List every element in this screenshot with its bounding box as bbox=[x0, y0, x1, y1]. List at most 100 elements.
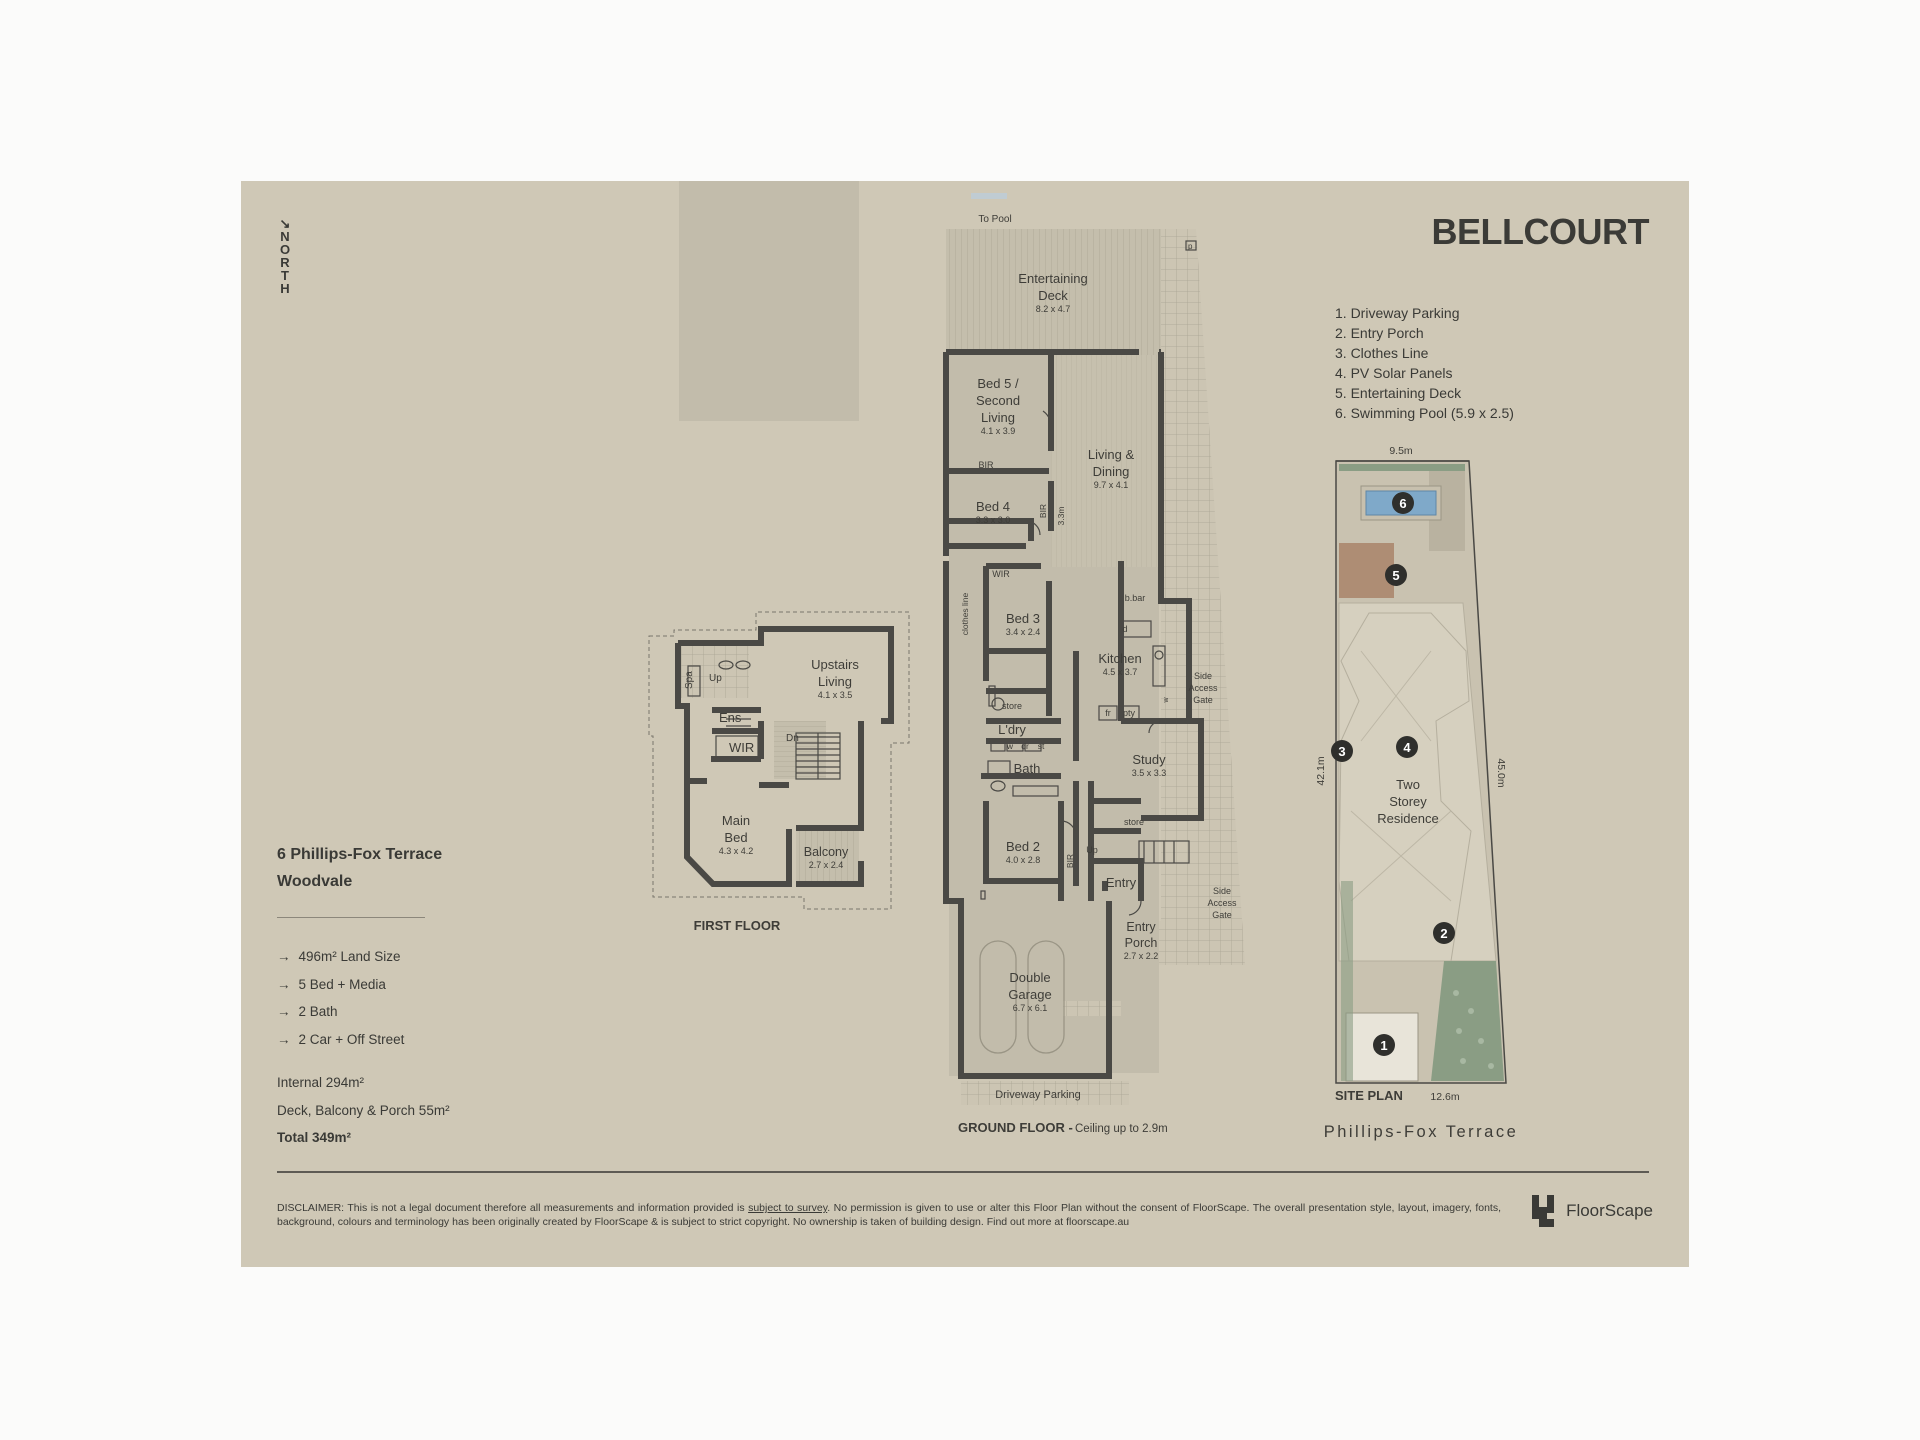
address-suburb: Woodvale bbox=[277, 873, 353, 890]
north-arrow-icon: ↘ bbox=[279, 216, 291, 231]
first-floor-plan: Spa Up Ens WIR Dn Upstairs Living 4.1 x … bbox=[648, 181, 910, 933]
room-ens: Ens bbox=[719, 710, 742, 725]
room-wir: WIR bbox=[729, 740, 754, 755]
room-garage-dims: 6.7 x 6.1 bbox=[1013, 1003, 1048, 1013]
legend-item: 2. Entry Porch bbox=[1335, 325, 1424, 341]
site-house-line3: Residence bbox=[1377, 811, 1438, 826]
pty-label: pty bbox=[1123, 708, 1136, 718]
room-bed2-name: Bed 2 bbox=[1006, 839, 1040, 854]
bir-label: BIR bbox=[1065, 854, 1075, 868]
room-balcony-name: Balcony bbox=[804, 845, 849, 859]
room-garage-name2: Garage bbox=[1008, 987, 1051, 1002]
site-dim-left: 42.1m bbox=[1315, 756, 1327, 785]
feature-item: 2 Car + Off Street bbox=[277, 1026, 405, 1054]
room-main-bed-name2: Bed bbox=[724, 830, 747, 845]
disclaimer-prefix: DISCLAIMER: This is not a legal document… bbox=[277, 1202, 745, 1214]
site-marker-label: 1 bbox=[1380, 1038, 1387, 1053]
room-deck-name1: Entertaining bbox=[1018, 271, 1087, 286]
dn-label: Dn bbox=[786, 733, 799, 744]
room-porch-dims: 2.7 x 2.2 bbox=[1124, 951, 1159, 961]
legend-item: 5. Entertaining Deck bbox=[1335, 385, 1462, 401]
room-bed5-dims: 4.1 x 3.9 bbox=[981, 426, 1016, 436]
site-marker-label: 4 bbox=[1403, 740, 1411, 755]
side-gate-line2: Access bbox=[1207, 898, 1237, 908]
site-marker: 3 bbox=[1331, 740, 1353, 762]
room-garage-name1: Double bbox=[1009, 970, 1050, 985]
room-bed3-dims: 3.4 x 2.4 bbox=[1006, 627, 1041, 637]
room-balcony-dims: 2.7 x 2.4 bbox=[809, 860, 844, 870]
footer-divider bbox=[277, 1171, 1649, 1173]
legend-item: 1. Driveway Parking bbox=[1335, 305, 1460, 321]
brand-logo: BELLCOURT bbox=[1431, 211, 1650, 252]
room-kitchen-name: Kitchen bbox=[1098, 651, 1141, 666]
site-dim-right: 45.0m bbox=[1495, 758, 1507, 787]
floorscape-mark-icon bbox=[1532, 1195, 1555, 1227]
d-label: d bbox=[1122, 624, 1127, 634]
fr-label: fr bbox=[1105, 708, 1111, 718]
store-label: store bbox=[1002, 701, 1022, 711]
bbar-label: b.bar bbox=[1125, 593, 1146, 603]
st-label: st bbox=[1038, 741, 1045, 751]
room-bed3-name: Bed 3 bbox=[1006, 611, 1040, 626]
site-plan-title: SITE PLAN bbox=[1335, 1088, 1403, 1103]
room-kitchen-dims: 4.5 x 3.7 bbox=[1103, 667, 1138, 677]
disclaimer-link[interactable]: subject to survey bbox=[748, 1202, 828, 1214]
side-gate-line3: Gate bbox=[1212, 910, 1232, 920]
feature-item: 496m² Land Size bbox=[277, 943, 404, 971]
clothes-line-label: clothes line bbox=[960, 592, 970, 635]
wir-label: WIR bbox=[992, 569, 1010, 579]
room-deck-name2: Deck bbox=[1038, 288, 1068, 303]
bir-label: BIR bbox=[1038, 504, 1048, 518]
site-house-line2: Storey bbox=[1389, 794, 1427, 809]
first-floor-title: FIRST FLOOR bbox=[694, 918, 781, 933]
room-upstairs-living-name2: Living bbox=[818, 674, 852, 689]
dimension-label: 3.3m bbox=[1056, 507, 1066, 526]
ground-floor-plan: To Pool p Entertaining Deck 8.2 x 4.7 Be… bbox=[943, 193, 1245, 1135]
room-bed5-name3: Living bbox=[981, 410, 1015, 425]
p-label: p bbox=[1188, 242, 1193, 251]
site-house-line1: Two bbox=[1396, 777, 1420, 792]
site-marker: 6 bbox=[1392, 492, 1414, 514]
site-legend: 1. Driveway Parking 2. Entry Porch 3. Cl… bbox=[1335, 303, 1514, 423]
disclaimer: DISCLAIMER: This is not a legal document… bbox=[277, 1201, 1501, 1229]
room-living-dims: 9.7 x 4.1 bbox=[1094, 480, 1129, 490]
address-street: 6 Phillips-Fox Terrace bbox=[277, 846, 443, 863]
room-main-bed-dims: 4.3 x 4.2 bbox=[719, 846, 754, 856]
feature-item: 5 Bed + Media bbox=[277, 971, 404, 999]
area-internal: Internal 294m² bbox=[277, 1075, 365, 1090]
floorscape-logo: FloorScape bbox=[1530, 1193, 1653, 1229]
side-gate-line3: Gate bbox=[1193, 695, 1213, 705]
w-label: w bbox=[1163, 697, 1170, 704]
feature-list: 496m² Land Size 5 Bed + Media 2 Bath 2 C… bbox=[277, 943, 405, 1054]
legend-item: 4. PV Solar Panels bbox=[1335, 365, 1453, 381]
side-gate-line1: Side bbox=[1194, 671, 1212, 681]
room-study-dims: 3.5 x 3.3 bbox=[1132, 768, 1167, 778]
room-bed2-dims: 4.0 x 2.8 bbox=[1006, 855, 1041, 865]
site-marker: 4 bbox=[1396, 736, 1418, 758]
divider bbox=[277, 917, 425, 918]
site-marker: 2 bbox=[1433, 922, 1455, 944]
driveway-label: Driveway Parking bbox=[995, 1089, 1081, 1101]
site-marker-label: 5 bbox=[1392, 568, 1399, 583]
site-marker-label: 2 bbox=[1440, 926, 1447, 941]
north-indicator: ↘ NORTH bbox=[277, 217, 293, 295]
room-upstairs-living-dims: 4.1 x 3.5 bbox=[818, 690, 853, 700]
ceiling-height-label: Ceiling up to 2.9m bbox=[1075, 1123, 1168, 1135]
legend-item: 3. Clothes Line bbox=[1335, 345, 1429, 361]
floor-plans: Spa Up Ens WIR Dn Upstairs Living 4.1 x … bbox=[648, 181, 1519, 1141]
room-bed5-name1: Bed 5 / bbox=[977, 376, 1019, 391]
up-label: Up bbox=[709, 673, 722, 684]
area-outdoor: Deck, Balcony & Porch 55m² bbox=[277, 1102, 450, 1118]
room-bath: Bath bbox=[1014, 761, 1041, 776]
room-living-name2: Dining bbox=[1093, 464, 1130, 479]
store-label: store bbox=[1124, 817, 1144, 827]
room-porch-name1: Entry bbox=[1126, 920, 1156, 934]
area-summary: Internal 294m² Deck, Balcony & Porch 55m… bbox=[277, 1069, 450, 1152]
up-label: Up bbox=[1086, 845, 1098, 855]
side-gate-line2: Access bbox=[1188, 683, 1218, 693]
street-name: Phillips-Fox Terrace bbox=[1324, 1123, 1519, 1141]
room-main-bed-name1: Main bbox=[722, 813, 750, 828]
floorplan-sheet: ↘ NORTH BELLCOURT 1. Driveway Parking 2.… bbox=[241, 181, 1689, 1267]
north-label: NORTH bbox=[279, 229, 291, 296]
bir-label: BIR bbox=[978, 460, 994, 470]
